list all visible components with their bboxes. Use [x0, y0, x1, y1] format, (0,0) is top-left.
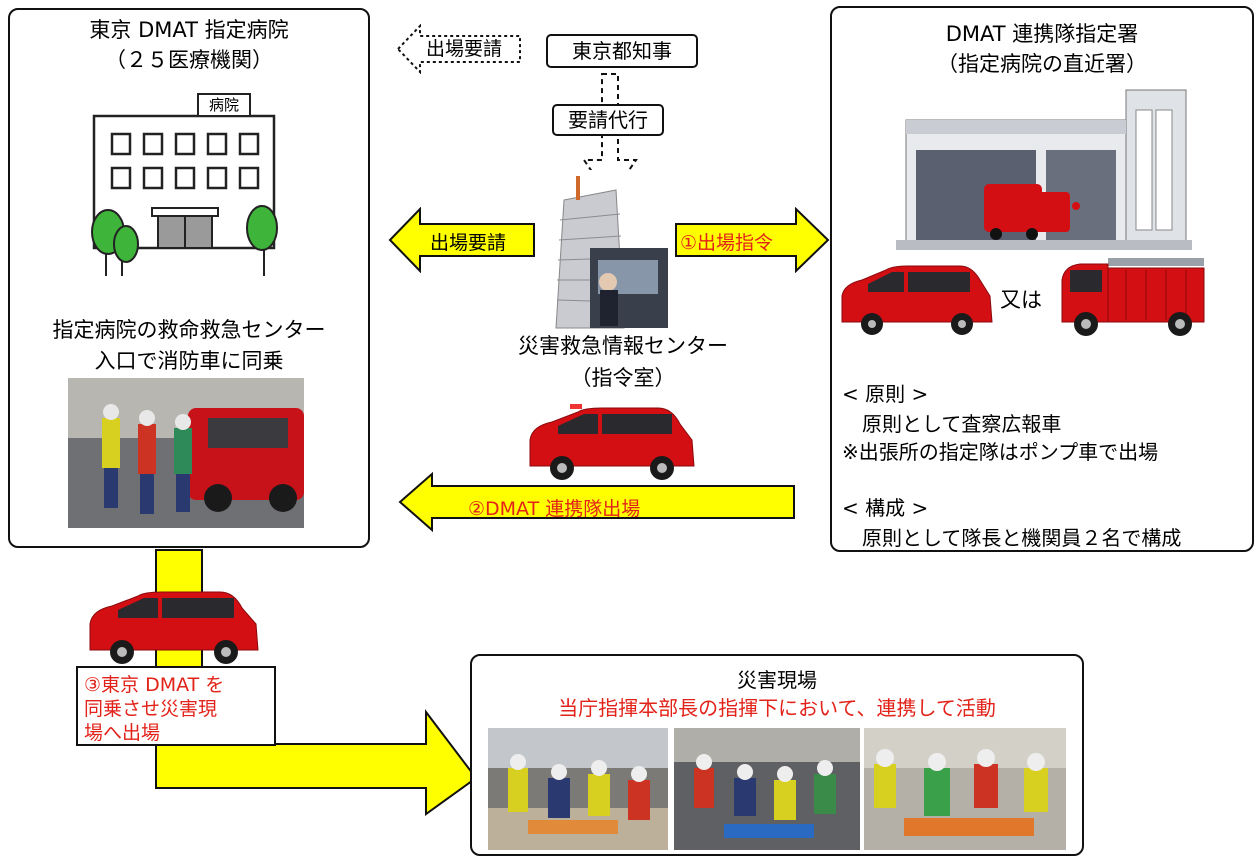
hospital-sign: 病院: [208, 96, 239, 114]
request-arrow-left: [388, 207, 538, 273]
hospital-panel-count: （２５医療機関）: [105, 48, 273, 72]
command-center-room: （指令室）: [570, 366, 676, 390]
composition-line1: 原則として隊長と機関員２名で構成: [862, 526, 1182, 550]
rule-heading: < 原則 >: [842, 382, 929, 406]
hospital-caption-line2: 入口で消防車に同乗: [94, 349, 284, 373]
station-panel-subtitle: （指定病院の直近署）: [937, 52, 1147, 76]
hospital-panel-title: 東京 DMAT 指定病院: [89, 18, 289, 42]
step3-line3: 場へ出場: [84, 722, 161, 744]
composition-heading: < 構成 >: [842, 496, 929, 520]
pr-vehicle-center: [522, 404, 700, 484]
team-dispatch-label: ②DMAT 連携隊出場: [468, 498, 641, 520]
dashed-request-arrow: [396, 24, 524, 74]
dispatch-order-arrow-right: [674, 207, 830, 273]
dispatch-order-label: ①出場指令: [680, 232, 774, 254]
rule-line1: 原則として査察広報車: [862, 412, 1062, 436]
rule-line2: ※出張所の指定隊はポンプ車で出場: [842, 440, 1159, 464]
step3-line2: 同乗させ災害現: [84, 698, 218, 720]
proxy-dashed-arrow: [580, 72, 640, 202]
command-center-name: 災害救急情報センター: [518, 334, 728, 358]
pr-vehicle: [836, 262, 996, 338]
governor-box: 東京都知事: [546, 34, 698, 68]
boarding-photo: [68, 378, 304, 528]
site-subtitle: 当庁指揮本部長の指揮下において、連携して活動: [558, 696, 996, 720]
team-dispatch-arrow: [398, 472, 798, 532]
site-photo-2: [674, 728, 860, 850]
site-photo-1: [488, 728, 668, 850]
hospital-caption-line1: 指定病院の救命救急センター: [52, 318, 326, 342]
request-arrow-label: 出場要請: [430, 232, 507, 254]
hospital-illustration: [86, 92, 286, 278]
site-title: 災害現場: [737, 668, 817, 692]
station-panel-title: DMAT 連携隊指定署: [945, 22, 1139, 46]
step3-line1: ③東京 DMAT を: [84, 674, 225, 696]
site-photo-3: [864, 728, 1066, 850]
pr-vehicle-route: [84, 588, 264, 668]
dashed-request-label: 出場要請: [426, 38, 503, 60]
or-text: 又は: [1000, 288, 1042, 312]
step3-box: [76, 666, 276, 746]
request-proxy-box: 要請代行: [552, 104, 664, 136]
command-center-photo: [546, 170, 670, 330]
pump-truck: [1056, 250, 1206, 340]
fire-station-illustration: [896, 80, 1192, 250]
